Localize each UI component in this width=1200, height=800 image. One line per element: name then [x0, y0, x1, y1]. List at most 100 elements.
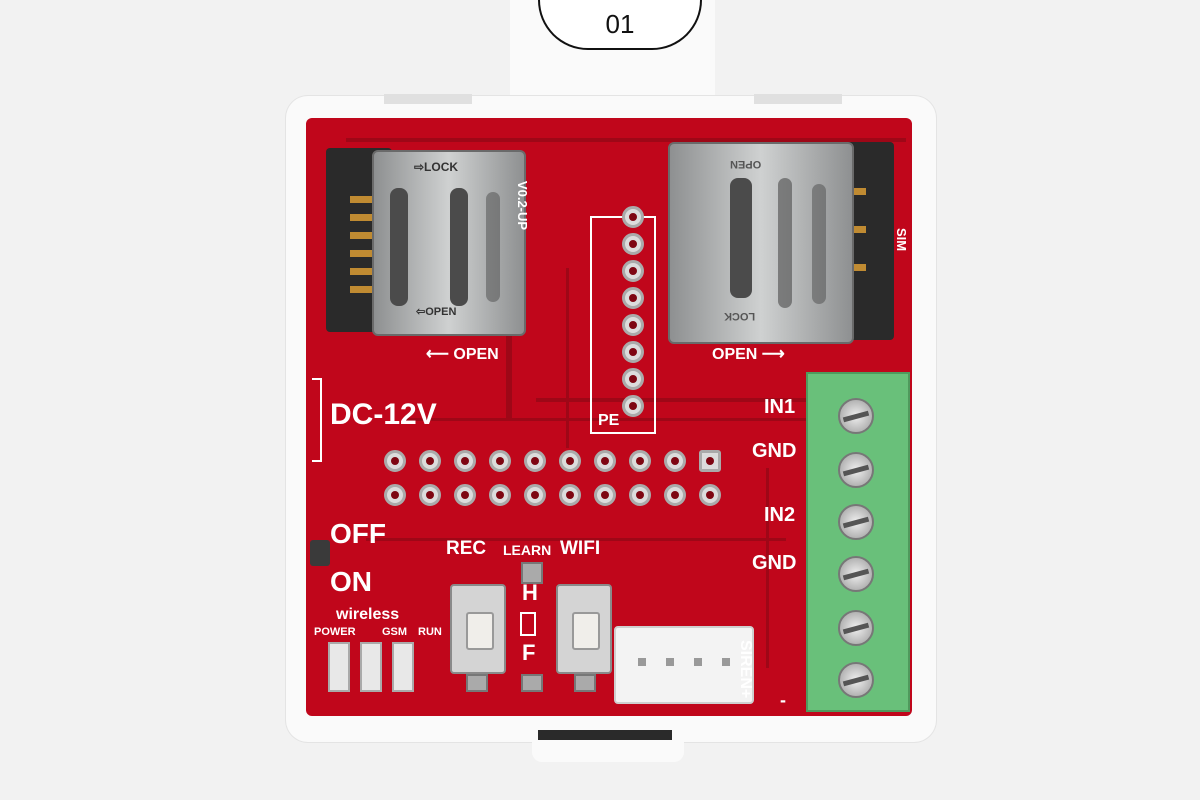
- open-label-left: OPEN: [453, 346, 499, 363]
- housing-clip-right: [754, 94, 842, 104]
- header-pin: [594, 484, 616, 506]
- connector-pin: [666, 658, 674, 666]
- gnd2-label: GND: [752, 552, 797, 574]
- header-pin: [524, 450, 546, 472]
- header-pin: [489, 484, 511, 506]
- open-arrow-left: ⟵ OPEN: [426, 344, 499, 364]
- tray-slot: [450, 188, 468, 306]
- trace: [766, 468, 769, 668]
- pe-label: PE: [598, 412, 620, 429]
- jumper-outline: [520, 612, 536, 636]
- header-pin: [419, 484, 441, 506]
- device-number-label: 01: [538, 0, 702, 50]
- dc-label: DC-12V: [330, 398, 437, 431]
- gsm-label: GSM: [382, 626, 408, 638]
- header-pin: [664, 450, 686, 472]
- contact-pin: [350, 268, 384, 275]
- in2-label: IN2: [764, 504, 796, 526]
- header-pin: [622, 206, 644, 228]
- header-pin: [489, 450, 511, 472]
- header-pin: [629, 450, 651, 472]
- power-led: [328, 642, 350, 692]
- trace: [346, 138, 906, 142]
- header-pin: [699, 450, 721, 472]
- screw-icon[interactable]: [838, 504, 874, 540]
- header-pin: [622, 287, 644, 309]
- header-pin: [622, 368, 644, 390]
- screw-icon[interactable]: [838, 662, 874, 698]
- header-pin: [622, 233, 644, 255]
- contact-pin: [846, 188, 866, 195]
- open-label-small-left: ⇦OPEN: [416, 306, 457, 318]
- header-pin: [699, 484, 721, 506]
- learn-led: [521, 562, 543, 584]
- connector-pin: [722, 658, 730, 666]
- tray-slot: [730, 178, 752, 298]
- wire-connector[interactable]: [614, 626, 754, 704]
- run-label: RUN: [418, 626, 442, 638]
- header-pin: [594, 450, 616, 472]
- gnd1-label: GND: [752, 440, 797, 462]
- version-label: V0.2-UP: [515, 180, 531, 231]
- header-pin: [559, 450, 581, 472]
- connector-pin: [638, 658, 646, 666]
- sim-label: SIM: [894, 227, 910, 252]
- sim-card-tray[interactable]: [668, 142, 854, 344]
- lock-label-right: LOCK: [724, 310, 756, 322]
- learn-label: LEARN: [503, 542, 552, 558]
- screw-icon[interactable]: [838, 398, 874, 434]
- contact-pin: [846, 226, 866, 233]
- h-label: H: [522, 580, 538, 605]
- gsm-led: [360, 642, 382, 692]
- siren-label: SIREN+: [737, 640, 754, 699]
- open-arrow-right: OPEN ⟶: [712, 344, 785, 364]
- screw-icon[interactable]: [838, 452, 874, 488]
- on-label: ON: [330, 566, 372, 597]
- contact-pin: [350, 214, 384, 221]
- tray-slot: [486, 192, 500, 302]
- open-label-right: OPEN: [712, 346, 758, 363]
- wifi-button[interactable]: [556, 584, 612, 674]
- arrow-left-icon: ⟵: [426, 346, 449, 363]
- header-pin: [622, 260, 644, 282]
- rec-button[interactable]: [450, 584, 506, 674]
- power-label: POWER: [314, 626, 356, 638]
- rec-label: REC: [446, 538, 487, 559]
- open-label-small-right: OPEN: [730, 158, 762, 170]
- screw-icon[interactable]: [838, 610, 874, 646]
- solder-pad: [466, 674, 488, 692]
- connector-pin: [694, 658, 702, 666]
- power-switch[interactable]: [310, 540, 330, 566]
- contact-pin: [350, 250, 384, 257]
- arrow-right-icon: ⟶: [761, 346, 785, 363]
- screw-icon[interactable]: [838, 556, 874, 592]
- header-pin: [622, 341, 644, 363]
- off-label: OFF: [330, 518, 386, 549]
- tray-slot: [812, 184, 826, 304]
- contact-pin: [350, 232, 384, 239]
- contact-pin: [846, 264, 866, 271]
- power-jack-outline: [312, 378, 322, 462]
- trace: [366, 538, 786, 541]
- minus-label: -: [780, 690, 786, 710]
- sd-card-tray[interactable]: [372, 150, 526, 336]
- trace: [566, 268, 569, 448]
- f-label: F: [522, 640, 536, 665]
- header-pin: [384, 484, 406, 506]
- terminal-block[interactable]: [806, 372, 910, 712]
- trace: [536, 398, 836, 402]
- tray-slot: [778, 178, 792, 308]
- wireless-label: wireless: [336, 606, 400, 623]
- contact-pin: [350, 196, 384, 203]
- lock-label-left: ⇨LOCK: [414, 160, 459, 174]
- housing-clip-left: [384, 94, 472, 104]
- header-pin: [454, 484, 476, 506]
- solder-pad: [521, 674, 543, 692]
- header-pin: [622, 395, 644, 417]
- tray-slot: [390, 188, 408, 306]
- in1-label: IN1: [764, 396, 796, 418]
- header-pin: [524, 484, 546, 506]
- header-pin: [384, 450, 406, 472]
- trace: [406, 418, 806, 421]
- run-led: [392, 642, 414, 692]
